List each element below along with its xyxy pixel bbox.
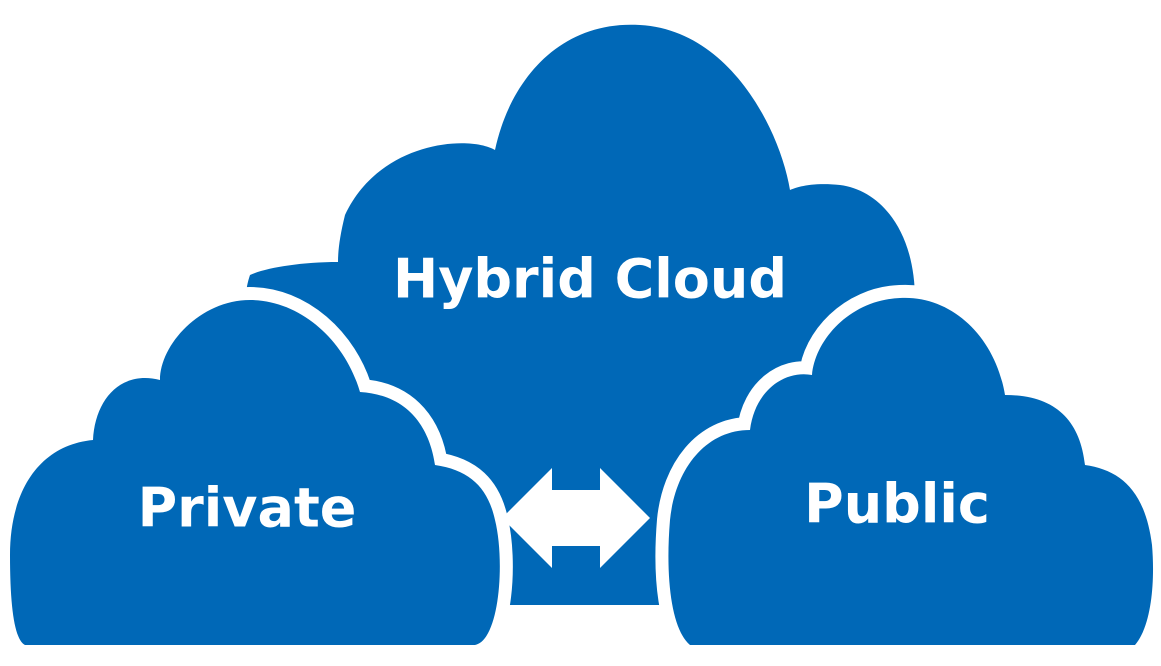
public-cloud-label: Public (804, 473, 990, 536)
private-cloud-label: Private (138, 477, 357, 540)
double-arrow-icon (502, 468, 650, 568)
private-cloud: Private (0, 287, 513, 658)
private-cloud-shape (10, 300, 500, 645)
hybrid-cloud-label: Hybrid Cloud (393, 248, 787, 311)
public-cloud: Public (655, 284, 1161, 658)
public-cloud-shape (668, 297, 1154, 645)
